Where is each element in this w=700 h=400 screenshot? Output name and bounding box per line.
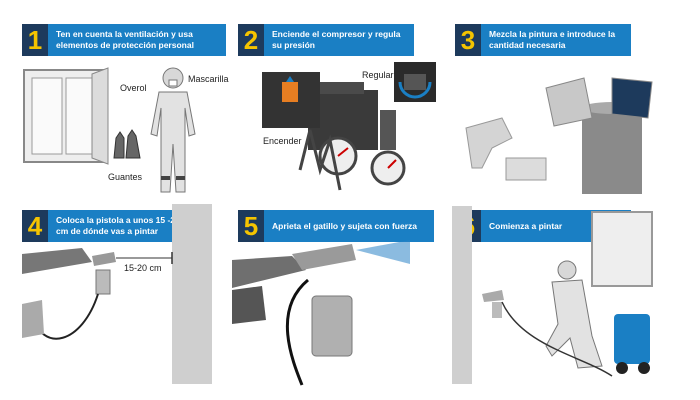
label-guantes: Guantes [108, 172, 143, 182]
step-5-text: Aprieta el gatillo y sujeta con fuerza [264, 210, 434, 242]
coverall-person-icon [150, 67, 196, 193]
step-1-text: Ten en cuenta la ventilación y usa eleme… [48, 24, 226, 56]
step-3-number: 3 [455, 24, 481, 56]
label-regular: Regular [362, 70, 394, 80]
gloves-icon [113, 129, 141, 159]
step-1-header: 1 Ten en cuenta la ventilación y usa ele… [22, 24, 226, 56]
label-distance: 15-20 cm [124, 263, 162, 273]
paint-mixing-illustration [465, 77, 653, 194]
step-5-header: 5 Aprieta el gatillo y sujeta con fuerza [238, 210, 434, 242]
distance-illustration [22, 204, 212, 384]
step-3-header: 3 Mezcla la pintura e introduce la canti… [455, 24, 631, 56]
label-mascarilla: Mascarilla [188, 74, 229, 84]
painting-illustration [452, 206, 653, 384]
step-3-text: Mezcla la pintura e introduce la cantida… [481, 24, 631, 56]
step-2-number: 2 [238, 24, 264, 56]
power-switch-icon [262, 72, 320, 128]
step-4-number: 4 [22, 210, 48, 242]
step-5-number: 5 [238, 210, 264, 242]
window-illustration [23, 67, 109, 165]
step-2-header: 2 Enciende el compresor y regula su pres… [238, 24, 414, 56]
step-1-number: 1 [22, 24, 48, 56]
regulator-knob-icon [394, 62, 436, 102]
step-4-header: 4 Coloca la pistola a unos 15 -20 cm de … [22, 210, 198, 242]
trigger-squeeze-illustration [232, 240, 410, 386]
label-overol: Overol [120, 83, 147, 93]
label-encender: Encender [263, 136, 302, 146]
step-2-text: Enciende el compresor y regula su presió… [264, 24, 414, 56]
